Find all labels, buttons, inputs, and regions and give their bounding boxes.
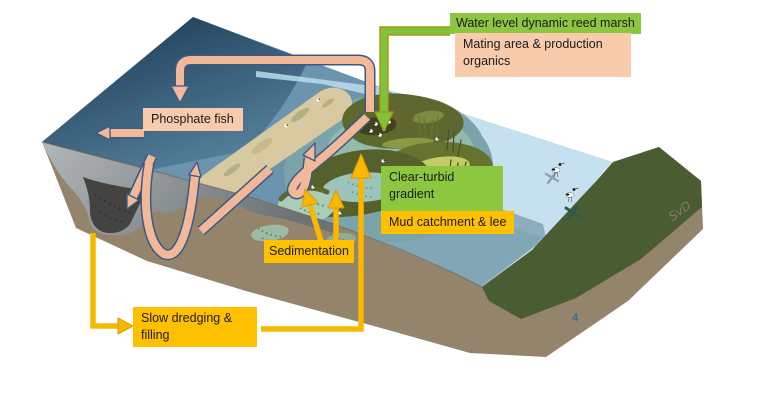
sedimentation-arrowhead-left xyxy=(301,188,319,208)
far-shallow-band xyxy=(256,71,424,116)
water-circulation-arrows xyxy=(95,54,376,261)
label-sedimentation: Sedimentation xyxy=(264,240,354,263)
reed-marsh-arrowhead xyxy=(374,111,394,132)
label-slow-dredging-filling: Slow dredging & filling xyxy=(133,307,257,347)
vegetated-dike xyxy=(482,147,702,319)
small-birds xyxy=(284,98,439,215)
label-mud-catchment-lee: Mud catchment & lee xyxy=(381,211,515,234)
wading-birds xyxy=(544,162,582,221)
label-phosphate-fish: Phosphate fish xyxy=(143,108,243,131)
reed-marsh-pointer-arrow xyxy=(374,26,450,132)
outflow-arrowhead xyxy=(95,125,111,141)
avocet-bird xyxy=(565,187,579,203)
page-number: 4 xyxy=(572,312,579,324)
label-clear-turbid-gradient: Clear-turbid gradient xyxy=(381,166,503,211)
eddy-arrowhead xyxy=(302,142,316,162)
surface-flow-arrowhead xyxy=(170,85,190,104)
label-mating-area: Mating area & production organics xyxy=(455,33,631,77)
upwelling-arrowhead xyxy=(188,161,202,178)
sediment-flow-arrows xyxy=(90,153,372,335)
sandbar xyxy=(189,87,353,210)
filling-arrowhead xyxy=(350,153,372,179)
dredging-arrowhead xyxy=(117,317,134,335)
sedimentation-arrowhead-right xyxy=(327,189,345,209)
avocet-bird xyxy=(551,162,565,178)
trench-arrowhead xyxy=(126,193,140,210)
label-water-level-dynamic: Water level dynamic reed marsh xyxy=(450,13,641,34)
